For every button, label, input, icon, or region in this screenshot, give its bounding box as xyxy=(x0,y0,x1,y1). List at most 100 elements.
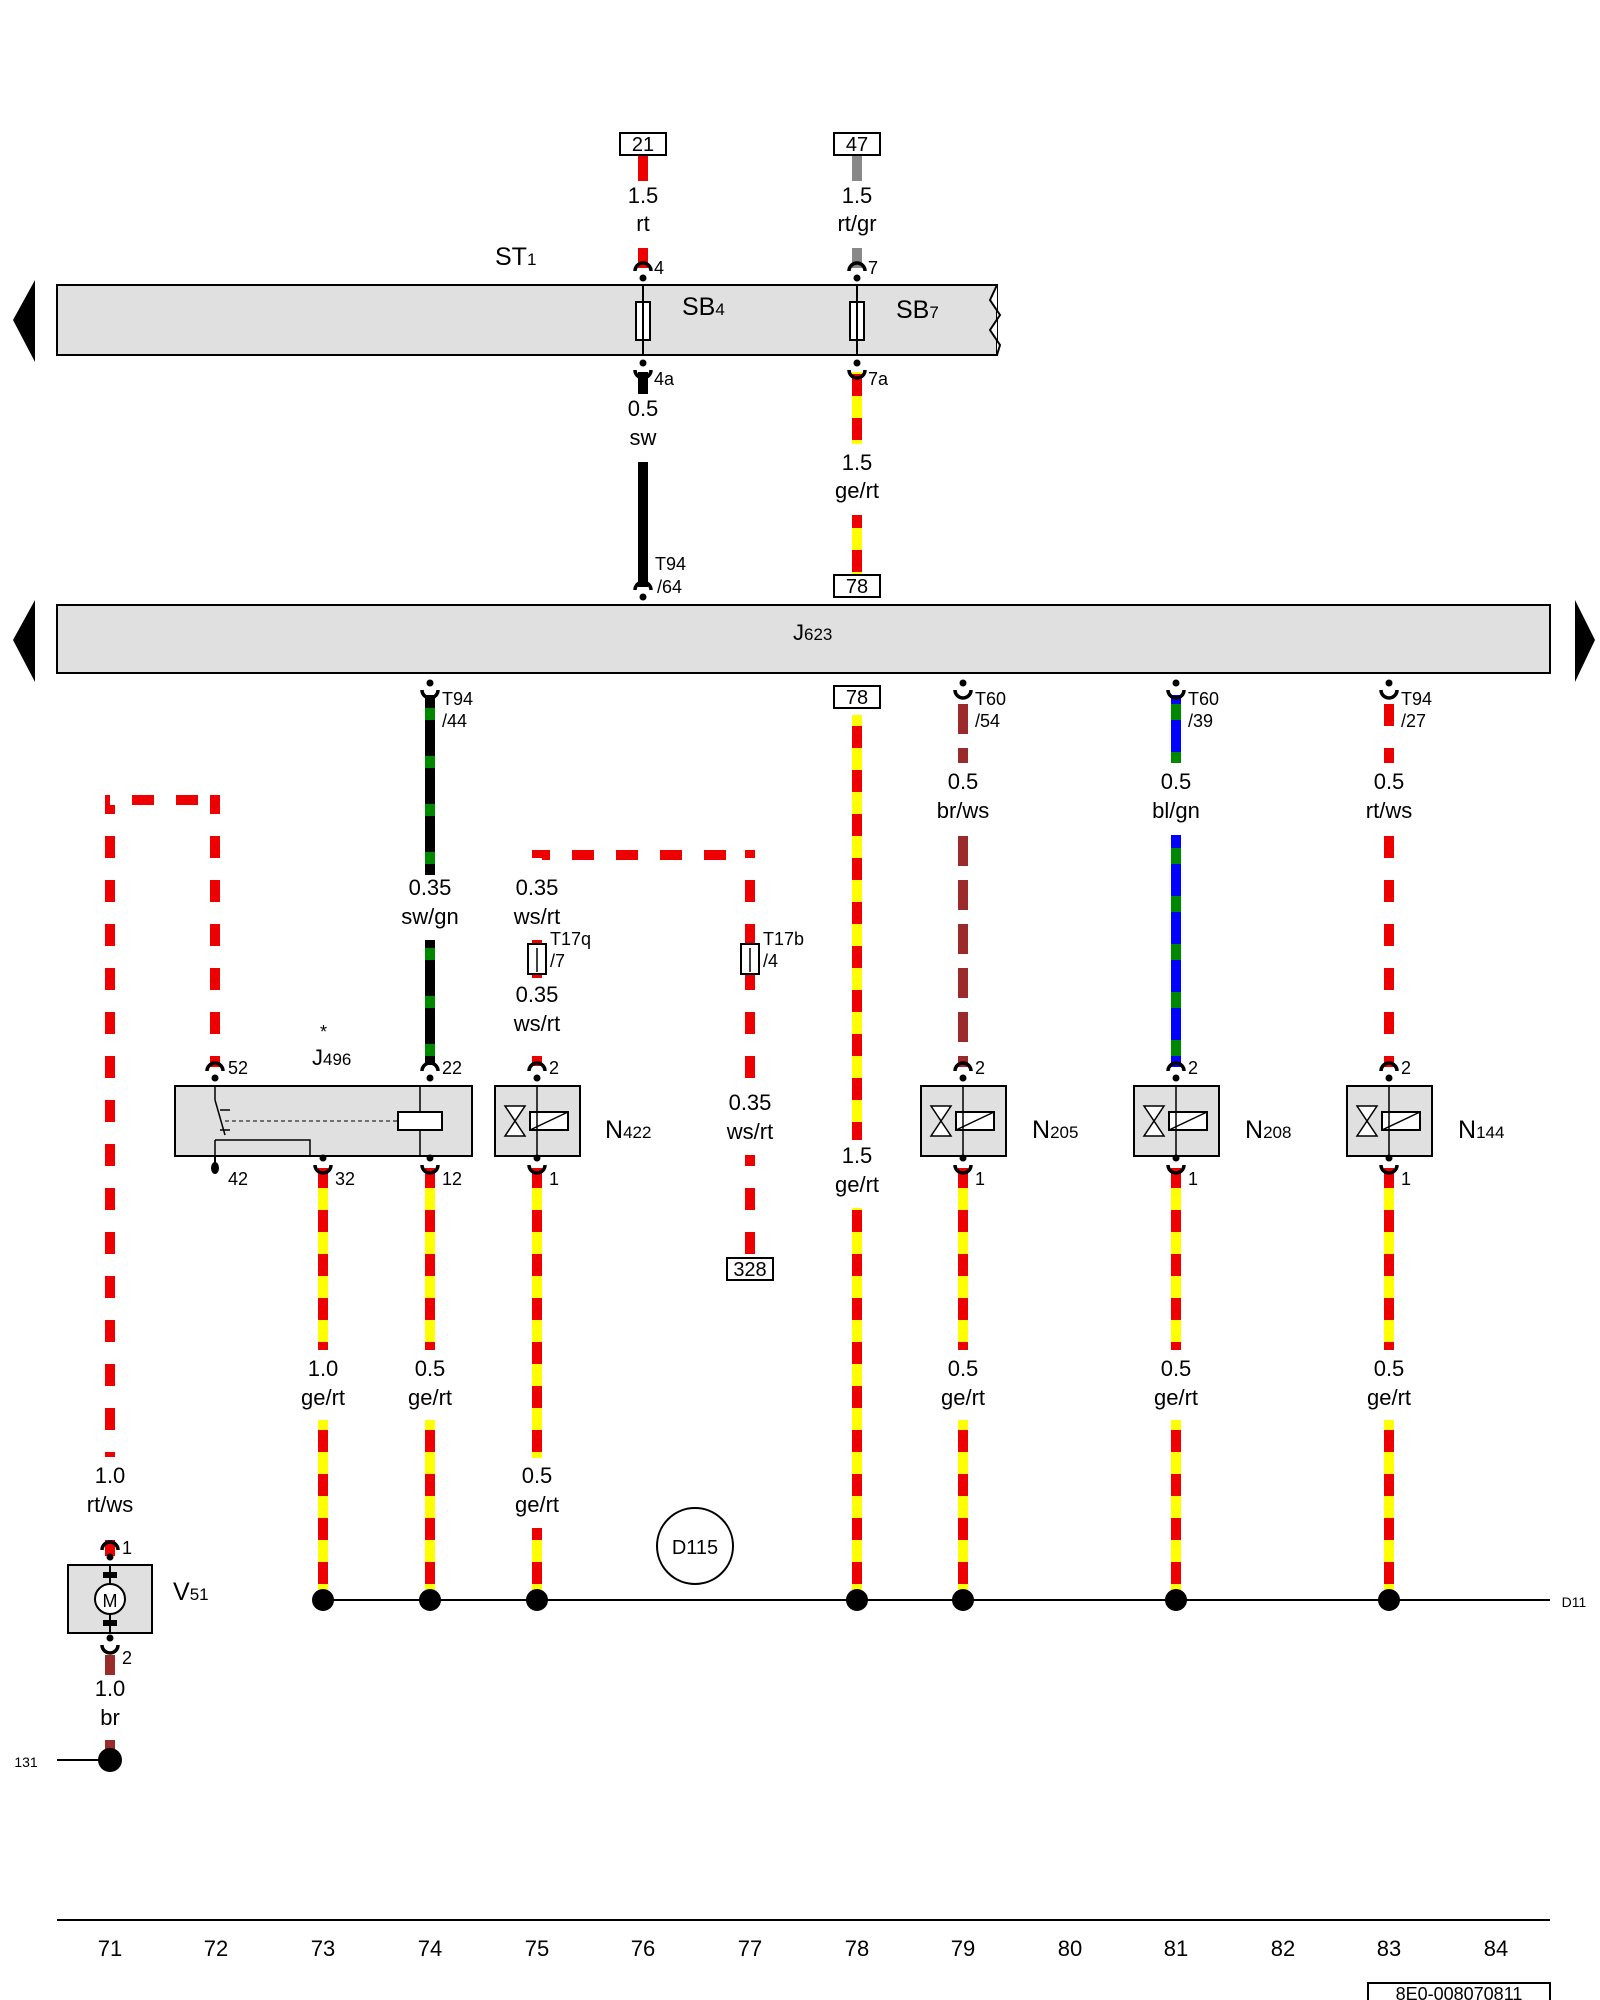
fuse-panel-st1 xyxy=(13,280,1002,362)
pin-label: 52 xyxy=(228,1058,248,1078)
label-j623: J623 xyxy=(793,620,832,645)
pin-label: 7 xyxy=(868,258,878,278)
wire-54-brws xyxy=(958,695,968,763)
column-number: 74 xyxy=(418,1936,442,1961)
pin-label: 1 xyxy=(549,1169,559,1189)
pin-labels: 4 7 4a 7a T94 /64 T94 /44 T60 /54 T60 /3… xyxy=(122,258,1432,1668)
ground-ref-131: 131 xyxy=(14,1754,38,1770)
wire-color: ws/rt xyxy=(726,1119,773,1144)
column-number: 82 xyxy=(1271,1936,1295,1961)
pin-label: T94 xyxy=(442,689,473,709)
pin-label: /7 xyxy=(550,951,565,971)
column-number: 83 xyxy=(1377,1936,1401,1961)
svg-text:21: 21 xyxy=(632,134,654,156)
valve-n205 xyxy=(920,1085,1007,1157)
wire-4a-black-lower xyxy=(638,462,648,587)
wire-color: ge/rt xyxy=(408,1385,452,1410)
wire-color: ge/rt xyxy=(941,1385,985,1410)
label-n208: N208 xyxy=(1245,1116,1291,1144)
wire-79b-gert xyxy=(958,1168,968,1350)
wire-83b-gert xyxy=(1384,1168,1394,1350)
ground-splice-dots xyxy=(312,1589,1400,1611)
connector-t17q xyxy=(527,943,547,975)
wire-4a-black xyxy=(638,372,648,394)
wire-7a-gert-lower xyxy=(852,515,862,575)
pin-label: /44 xyxy=(442,711,467,731)
wire-color: rt/ws xyxy=(87,1492,133,1517)
pin-label: 32 xyxy=(335,1169,355,1189)
wire-77-lower xyxy=(745,1155,755,1260)
wire-44-swgn xyxy=(425,695,435,875)
ref-box-78-lower: 78 xyxy=(833,685,881,709)
label-v51: V51 xyxy=(173,1578,209,1606)
pin-label: /4 xyxy=(763,951,778,971)
wire-27-rtws xyxy=(1384,695,1394,763)
wire-size: 0.5 xyxy=(1161,1356,1192,1381)
pin-label: T17b xyxy=(763,929,804,949)
wire-size: 0.35 xyxy=(516,875,559,900)
valve-n144 xyxy=(1346,1085,1433,1157)
ground-ref-d11: D11 xyxy=(1562,1594,1587,1610)
label-n144: N144 xyxy=(1458,1116,1504,1144)
wire-size: 0.5 xyxy=(1161,769,1192,794)
wire-size: 0.5 xyxy=(415,1356,446,1381)
wire-71b-brown xyxy=(105,1655,115,1675)
wire-size: 0.35 xyxy=(409,875,452,900)
wire-75-loop-top xyxy=(532,850,755,860)
wire-color: bl/gn xyxy=(1152,798,1200,823)
ref-box-78-upper: 78 xyxy=(833,574,881,598)
pin-label: 2 xyxy=(1401,1058,1411,1078)
column-number: 72 xyxy=(204,1936,228,1961)
pin-label: T60 xyxy=(1188,689,1219,709)
wire-size: 0.35 xyxy=(729,1090,772,1115)
column-number: 76 xyxy=(631,1936,655,1961)
svg-text:47: 47 xyxy=(846,134,868,156)
pin-sockets xyxy=(100,261,1399,1655)
wire-color: rt/gr xyxy=(837,211,876,236)
j496-pin-42-stub xyxy=(211,1156,219,1174)
valve-n208 xyxy=(1133,1085,1220,1157)
pin-label: 12 xyxy=(442,1169,462,1189)
wire-21-red xyxy=(638,155,648,181)
wire-color: ws/rt xyxy=(513,1011,560,1036)
label-sb4: SB4 xyxy=(682,293,725,321)
pin-label: /39 xyxy=(1188,711,1213,731)
wire-color: ge/rt xyxy=(1367,1385,1411,1410)
wire-75b-gert-lower xyxy=(532,1528,542,1600)
wire-color: rt/ws xyxy=(1366,798,1412,823)
column-number: 73 xyxy=(311,1936,335,1961)
label-n205: N205 xyxy=(1032,1116,1078,1144)
ground-ref-d115: D115 xyxy=(656,1507,734,1585)
wire-color: ge/rt xyxy=(301,1385,345,1410)
pin-label: 4a xyxy=(654,369,675,389)
control-unit-j623-panel xyxy=(13,600,1595,682)
wire-78-gert xyxy=(852,715,862,1140)
wire-47-grey-lower xyxy=(852,248,862,268)
wire-color: ge/rt xyxy=(515,1492,559,1517)
wire-labels: 1.5 rt 1.5 rt/gr 0.5 sw 1.5 ge/rt 0.35 s… xyxy=(87,183,1412,1730)
pin-label: 2 xyxy=(975,1058,985,1078)
column-number: 81 xyxy=(1164,1936,1188,1961)
wire-81b-gert xyxy=(1171,1168,1181,1350)
wire-color: sw xyxy=(630,425,657,450)
pin-label: 4 xyxy=(654,258,664,278)
pin-label: 42 xyxy=(228,1169,248,1189)
pin-label: 2 xyxy=(122,1648,132,1668)
label-j496-mark: * xyxy=(320,1022,327,1042)
wire-size: 0.35 xyxy=(516,982,559,1007)
label-j496: J496 xyxy=(312,1045,351,1070)
wire-71-loop-top xyxy=(105,795,220,805)
wire-47-grey xyxy=(852,155,862,181)
wire-size: 0.5 xyxy=(628,396,659,421)
wire-44-swgn-lower xyxy=(425,940,435,1065)
wire-74-gert xyxy=(425,1168,435,1350)
wire-color: ge/rt xyxy=(1154,1385,1198,1410)
column-number: 77 xyxy=(738,1936,762,1961)
svg-text:328: 328 xyxy=(733,1259,766,1281)
svg-text:78: 78 xyxy=(846,576,868,598)
wire-7a-gert xyxy=(852,372,862,444)
pin-label: 2 xyxy=(549,1058,559,1078)
pin-label: /27 xyxy=(1401,711,1426,731)
pin-label: 2 xyxy=(1188,1058,1198,1078)
label-n422: N422 xyxy=(605,1116,651,1144)
